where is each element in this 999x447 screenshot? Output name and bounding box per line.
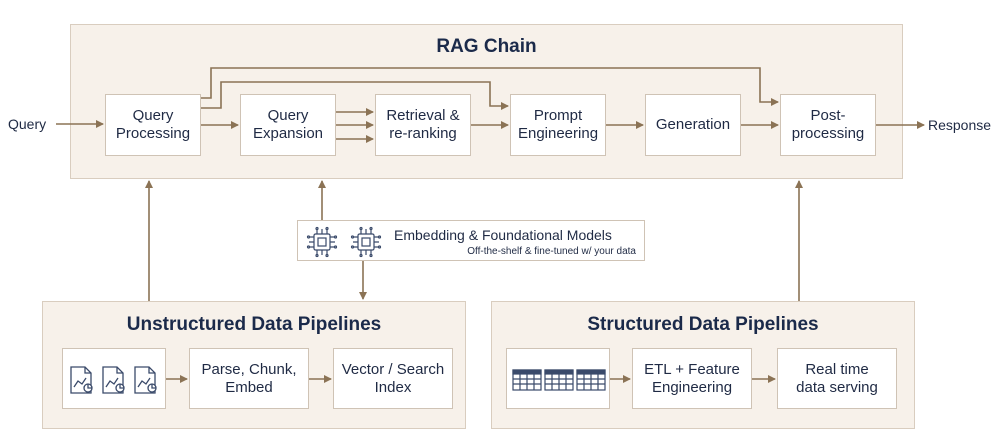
chip-icon (306, 226, 338, 258)
query-processing-box: Query Processing (105, 94, 201, 156)
response-output-label: Response (928, 117, 992, 133)
etl-feature-engineering-box: ETL + Feature Engineering (632, 348, 752, 409)
retrieval-box: Retrieval & re-ranking (375, 94, 471, 156)
table-icon (544, 369, 574, 391)
vector-search-index-box: Vector / Search Index (333, 348, 453, 409)
generation-label: Generation (655, 116, 731, 133)
query-input-label: Query (8, 116, 47, 132)
post-processing-box: Post- processing (780, 94, 876, 156)
models-subtitle: Off-the-shelf & fine-tuned w/ your data (467, 246, 636, 257)
unstructured-title: Unstructured Data Pipelines (126, 314, 382, 335)
vector-search-index-label: Vector / Search Index (341, 360, 445, 396)
etl-feature-engineering-label: ETL + Feature Engineering (644, 360, 740, 396)
rag-chain-title: RAG Chain (436, 36, 537, 57)
query-processing-label: Query Processing (115, 107, 191, 142)
tables-box (506, 348, 610, 409)
retrieval-label: Retrieval & re-ranking (386, 107, 460, 142)
query-expansion-box: Query Expansion (240, 94, 336, 156)
generation-box: Generation (645, 94, 741, 156)
document-chart-icon (134, 366, 157, 394)
models-title: Embedding & Foundational Models (394, 227, 612, 243)
real-time-serving-box: Real time data serving (777, 348, 897, 409)
table-icon (576, 369, 606, 391)
prompt-engineering-label: Prompt Engineering (517, 107, 599, 142)
document-chart-icon (70, 366, 93, 394)
query-expansion-label: Query Expansion (252, 107, 324, 142)
parse-chunk-embed-box: Parse, Chunk, Embed (189, 348, 309, 409)
table-icon (512, 369, 542, 391)
post-processing-label: Post- processing (791, 107, 865, 142)
document-chart-icon (102, 366, 125, 394)
chip-icon (350, 226, 382, 258)
models-panel: Embedding & Foundational Models Off-the-… (297, 220, 645, 261)
documents-box (62, 348, 166, 409)
prompt-engineering-box: Prompt Engineering (510, 94, 606, 156)
parse-chunk-embed-label: Parse, Chunk, Embed (201, 360, 297, 396)
structured-title: Structured Data Pipelines (587, 314, 819, 335)
real-time-serving-label: Real time data serving (796, 360, 878, 396)
